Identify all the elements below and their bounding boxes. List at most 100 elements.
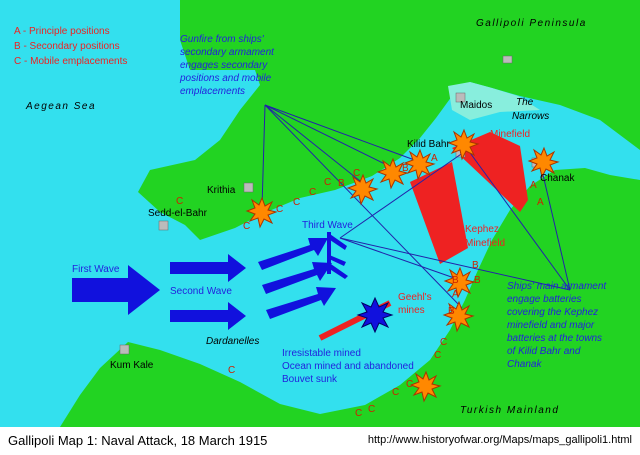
explosion-sedd <box>245 196 278 229</box>
note-gunfire-line: emplacements <box>180 86 245 97</box>
label-kum-kale: Kum Kale <box>110 360 154 371</box>
note-geehls: Geehl's mines <box>398 292 432 316</box>
label-narrows-2: Narrows <box>512 111 549 122</box>
svg-text:C: C <box>392 387 399 398</box>
map: C C C C C B C B A C A A B B B A B C C C … <box>0 0 640 427</box>
legend-item-secondary: B - Secondary positions <box>14 41 120 52</box>
footer: Gallipoli Map 1: Naval Attack, 18 March … <box>0 430 640 455</box>
gallipoli-peninsula-land <box>138 0 640 240</box>
label-maidos: Maidos <box>460 100 492 111</box>
third-wave-arrow-2 <box>262 262 332 294</box>
label-third-wave: Third Wave <box>302 220 353 231</box>
maidos-bay <box>448 82 540 120</box>
kum-kale-marker <box>119 344 130 355</box>
note-main-armament-line: engage batteries <box>507 294 582 305</box>
svg-text:C: C <box>353 168 360 179</box>
svg-text:C: C <box>243 221 250 232</box>
explosion-east-1 <box>443 266 476 299</box>
note-main-armament-line: Chanak <box>507 359 542 370</box>
svg-text:B: B <box>452 275 459 286</box>
svg-text:A: A <box>530 180 537 191</box>
note-geehls-line: Geehl's <box>398 292 432 303</box>
note-main-armament-line: batteries at the towns <box>507 333 602 344</box>
kephez-minefield <box>410 162 468 264</box>
svg-text:A: A <box>452 289 459 300</box>
label-dardanelles: Dardanelles <box>206 336 259 347</box>
label-first-wave: First Wave <box>72 264 120 275</box>
svg-text:C: C <box>440 337 447 348</box>
turkish-mainland-land <box>60 168 640 427</box>
svg-text:C: C <box>406 379 413 390</box>
label-peninsula: Gallipoli Peninsula <box>476 18 587 29</box>
explosions <box>245 128 560 403</box>
svg-text:C: C <box>176 196 183 207</box>
label-turkish-mainland: Turkish Mainland <box>460 405 559 416</box>
third-wave-bar <box>327 232 331 274</box>
note-gunfire: Gunfire from ships' secondary armament e… <box>179 34 275 97</box>
note-main-armament-line: covering the Kephez <box>507 307 598 318</box>
peninsula-marker <box>502 55 513 64</box>
map-caption: Gallipoli Map 1: Naval Attack, 18 March … <box>8 433 268 448</box>
note-losses-line: Ocean mined and abandoned <box>282 361 414 372</box>
svg-text:C: C <box>228 365 235 376</box>
note-main-armament-line: of Kilid Bahr and <box>507 346 581 357</box>
second-wave-arrow-2 <box>170 302 246 330</box>
note-main-armament-line: minefield and major <box>507 320 595 331</box>
svg-text:C: C <box>309 187 316 198</box>
first-wave-arrow <box>72 265 160 315</box>
geehls-blast <box>356 296 394 334</box>
note-losses: Irresistable mined Ocean mined and aband… <box>282 348 414 385</box>
label-kilid-bahr: Kilid Bahr <box>407 139 450 150</box>
label-narrows-1: The <box>516 97 534 108</box>
svg-text:B: B <box>338 178 345 189</box>
label-minefield: Minefield <box>490 129 530 140</box>
svg-text:C: C <box>355 408 362 419</box>
label-kephez-minefield: Minefield <box>465 238 505 249</box>
svg-text:A: A <box>431 153 438 164</box>
third-wave-arrow-3 <box>266 287 336 319</box>
label-chanak: Chanak <box>540 173 575 184</box>
legend-item-mobile: C - Mobile emplacements <box>14 56 127 67</box>
label-kephez: Kephez <box>465 224 499 235</box>
svg-text:A: A <box>537 197 544 208</box>
svg-text:C: C <box>324 177 331 188</box>
note-main-armament: Ships' main armament engage batteries co… <box>507 281 607 370</box>
note-geehls-line: mines <box>398 305 425 316</box>
explosion-kilid <box>403 148 436 181</box>
note-gunfire-line: secondary armament <box>180 47 275 58</box>
note-gunfire-line: engages secondary <box>180 60 268 71</box>
legend-item-principle: A - Principle positions <box>14 26 110 37</box>
label-aegean-sea: Aegean Sea <box>25 101 96 112</box>
svg-text:B: B <box>474 275 481 286</box>
second-wave-arrow-1 <box>170 254 246 282</box>
label-second-wave: Second Wave <box>170 286 232 297</box>
note-losses-line: Irresistable mined <box>282 348 361 359</box>
explosion-1 <box>346 173 379 206</box>
note-gunfire-line: Gunfire from ships' <box>180 34 265 45</box>
explosion-2 <box>376 157 409 190</box>
note-losses-line: Bouvet sunk <box>282 374 338 385</box>
krithia-marker <box>243 182 254 193</box>
label-sedd-el-bahr: Sedd-el-Bahr <box>148 208 208 219</box>
svg-text:B: B <box>402 163 409 174</box>
explosion-east-3 <box>409 370 442 403</box>
svg-text:C: C <box>434 350 441 361</box>
explosion-chanak <box>527 146 560 179</box>
label-krithia: Krithia <box>207 185 236 196</box>
map-canvas: C C C C C B C B A C A A B B B A B C C C … <box>0 0 640 427</box>
attack-arrows <box>72 232 348 330</box>
maidos-marker <box>455 92 466 103</box>
sedd-el-bahr-marker <box>158 220 169 231</box>
third-wave-arrow-1 <box>258 238 328 270</box>
svg-text:B: B <box>448 306 455 317</box>
note-gunfire-line: positions and mobile <box>179 73 272 84</box>
svg-text:C: C <box>293 197 300 208</box>
svg-text:C: C <box>276 204 283 215</box>
source-url: http://www.historyofwar.org/Maps/maps_ga… <box>367 434 632 446</box>
svg-text:B: B <box>472 260 479 271</box>
note-main-armament-line: Ships' main armament <box>507 281 607 292</box>
svg-text:C: C <box>368 404 375 415</box>
position-letters: C C C C C B C B A C A A B B B A B C C C … <box>176 153 544 419</box>
explosion-minefield <box>447 128 480 161</box>
explosion-east-2 <box>442 300 475 333</box>
